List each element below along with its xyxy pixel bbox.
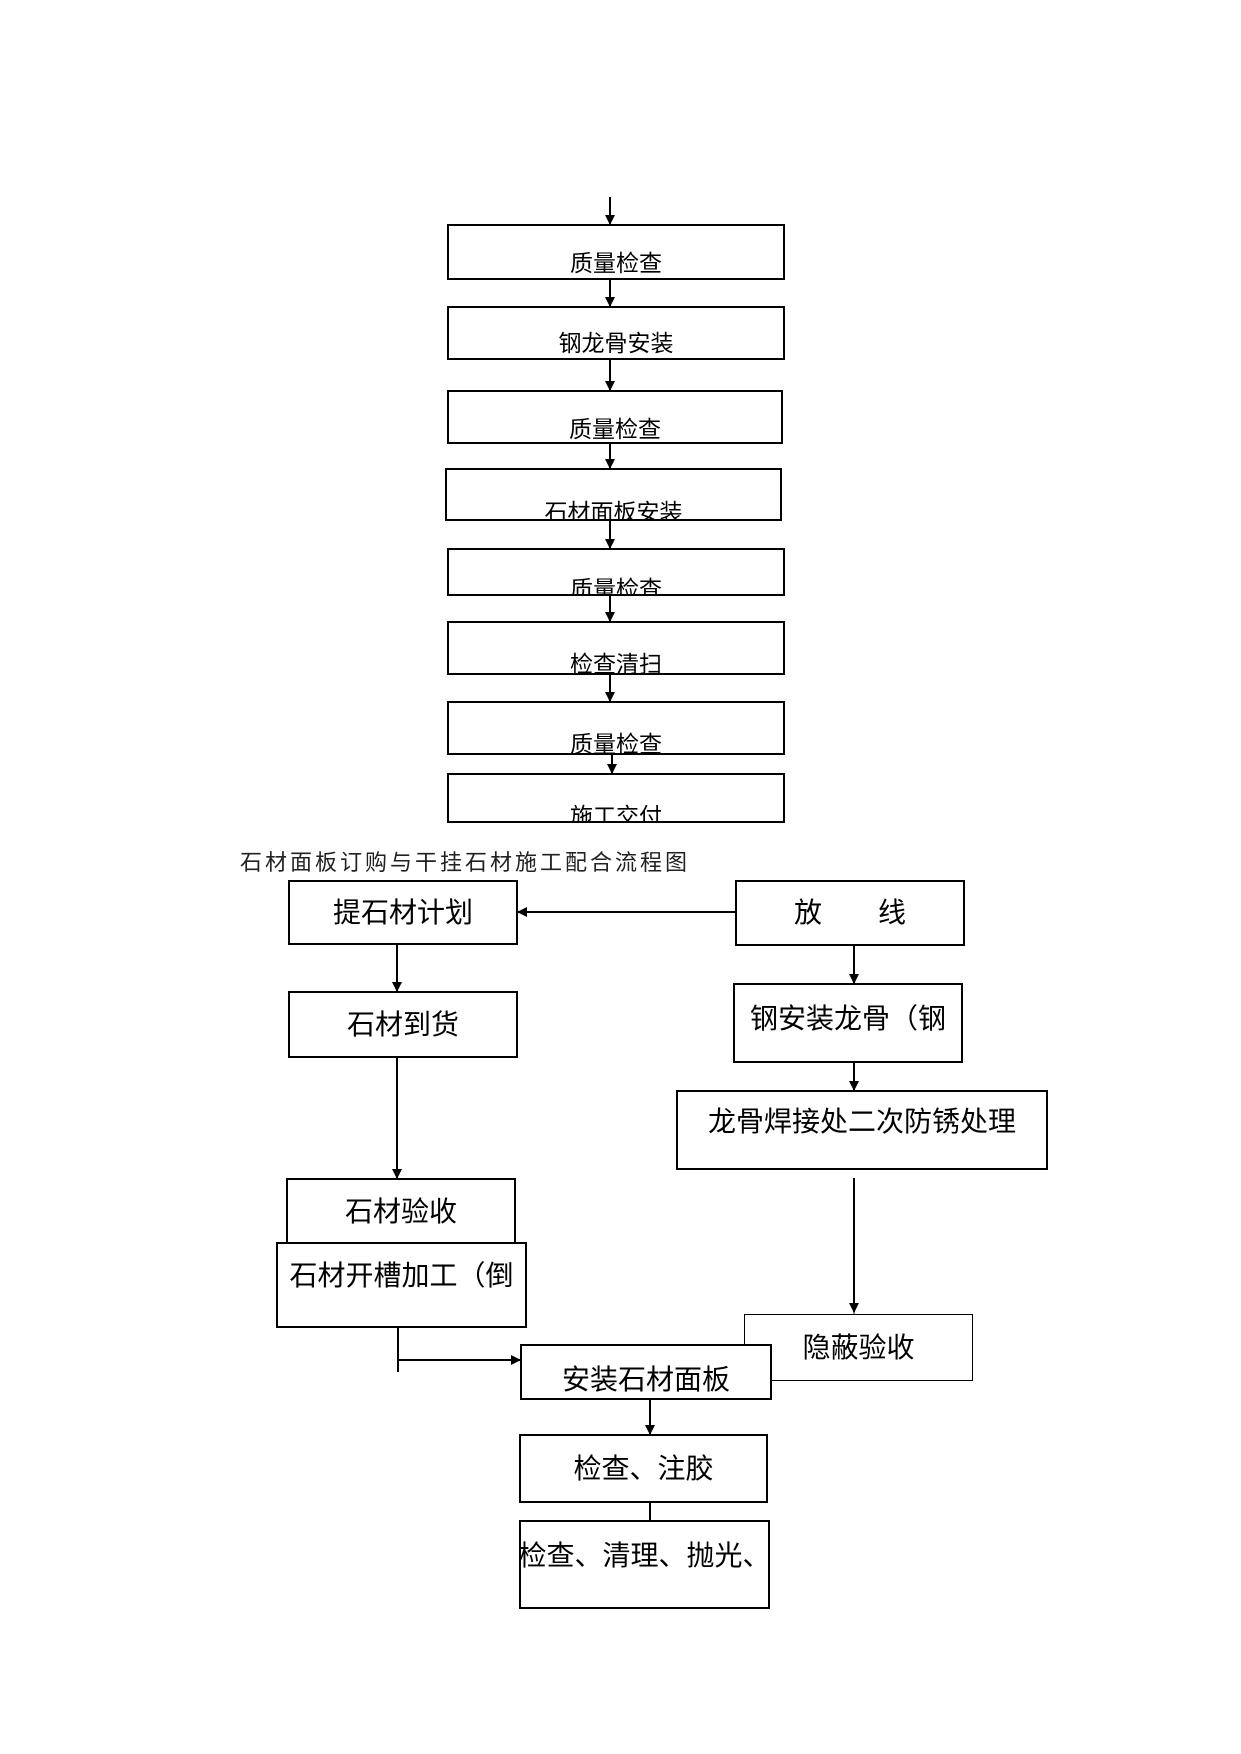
keel-install-box: 钢安装龙骨（钢 — [733, 983, 963, 1063]
concealed-acceptance-box: 隐蔽验收 — [744, 1314, 973, 1381]
stone-plan-label: 提石材计划 — [332, 895, 473, 929]
concealed-acceptance-label: 隐蔽验收 — [802, 1330, 915, 1364]
install-panels-label: 安装石材面板 — [561, 1363, 730, 1396]
inspect-glue-label: 检查、注胶 — [573, 1451, 714, 1485]
install-panels-box: 安装石材面板 — [520, 1344, 772, 1400]
stone-arrival-label: 石材到货 — [346, 1007, 459, 1041]
stone-acceptance-box: 石材验收 — [286, 1178, 516, 1248]
step-label: 质量检查 — [570, 577, 662, 596]
step-label: 质量检查 — [569, 417, 661, 443]
step-label: 检查清扫 — [570, 652, 662, 675]
inspect-glue-box: 检查、注胶 — [519, 1434, 768, 1503]
layout-box: 放 线 — [735, 880, 965, 946]
step-quality-check-1: 质量检查 — [447, 224, 785, 280]
stone-grooving-label: 石材开槽加工（倒 — [289, 1259, 514, 1292]
diagram-caption: 石材面板订购与干挂石材施工配合流程图 — [240, 851, 691, 876]
step-label: 质量检查 — [570, 732, 662, 755]
stone-arrival-box: 石材到货 — [288, 991, 518, 1058]
anti-rust-label: 龙骨焊接处二次防锈处理 — [707, 1105, 1016, 1138]
final-clean-label: 检查、清理、抛光、 — [519, 1539, 770, 1572]
stone-acceptance-label: 石材验收 — [344, 1195, 457, 1228]
step-quality-check-2: 质量检查 — [447, 390, 783, 444]
step-label: 质量检查 — [570, 251, 662, 277]
step-inspect-clean: 检查清扫 — [447, 621, 785, 675]
stone-plan-box: 提石材计划 — [288, 880, 518, 945]
stone-grooving-box: 石材开槽加工（倒 — [276, 1242, 527, 1328]
step-handover: 施工交付 — [447, 773, 785, 823]
step-quality-check-4: 质量检查 — [447, 701, 785, 755]
step-label: 石材面板安装 — [544, 500, 683, 521]
step-quality-check-3: 质量检查 — [447, 548, 785, 596]
keel-install-label: 钢安装龙骨（钢 — [749, 1002, 946, 1035]
step-label: 钢龙骨安装 — [558, 331, 674, 357]
final-clean-box: 检查、清理、抛光、 — [519, 1520, 770, 1609]
step-steel-keel-install: 钢龙骨安装 — [447, 306, 785, 360]
step-label: 施工交付 — [570, 804, 662, 823]
layout-label: 放 线 — [793, 896, 906, 929]
anti-rust-box: 龙骨焊接处二次防锈处理 — [676, 1090, 1048, 1170]
step-stone-panel-install: 石材面板安装 — [445, 468, 782, 521]
